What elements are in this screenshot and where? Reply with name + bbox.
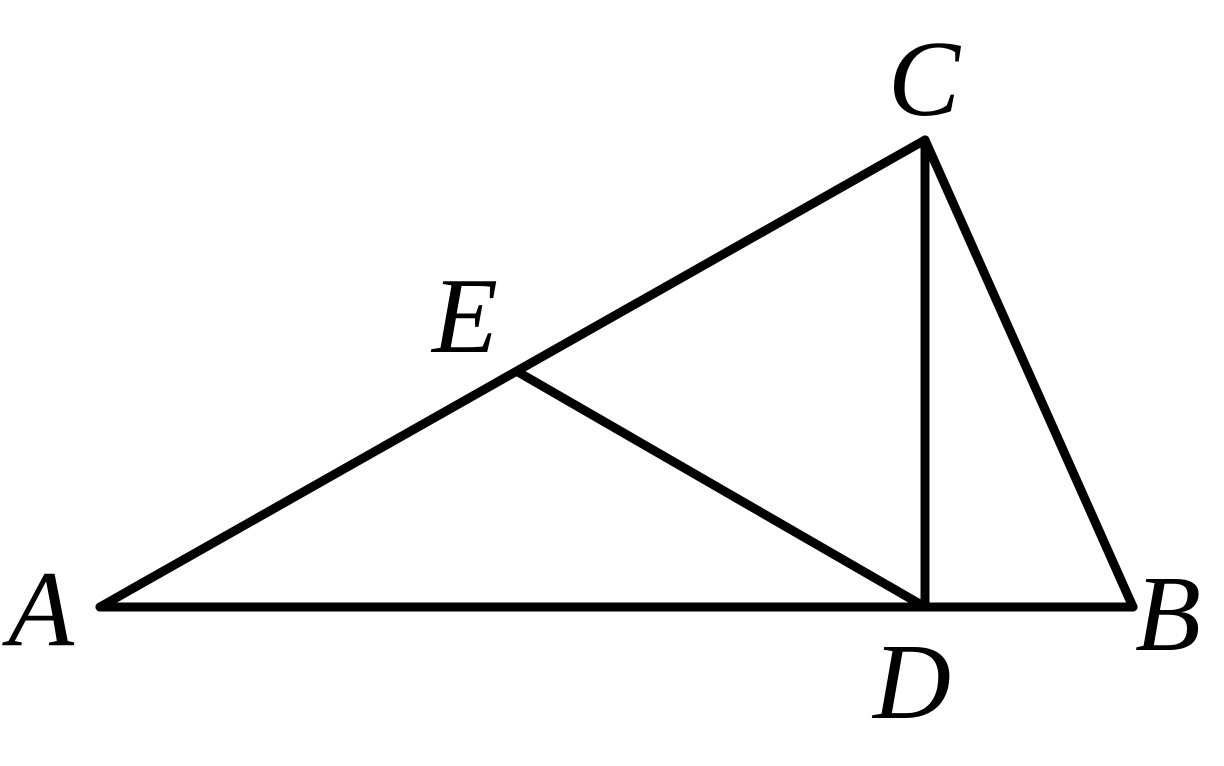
label-point-c: C	[888, 20, 962, 139]
segments	[95, 135, 1138, 612]
segment-cb	[920, 135, 1138, 612]
label-point-d: D	[871, 623, 951, 742]
label-point-b: B	[1135, 555, 1201, 674]
label-point-e: E	[430, 257, 498, 376]
segment-ac	[95, 135, 930, 612]
point-labels: A B C D E	[2, 20, 1201, 742]
segment-ed	[513, 367, 930, 612]
label-point-a: A	[2, 550, 75, 669]
